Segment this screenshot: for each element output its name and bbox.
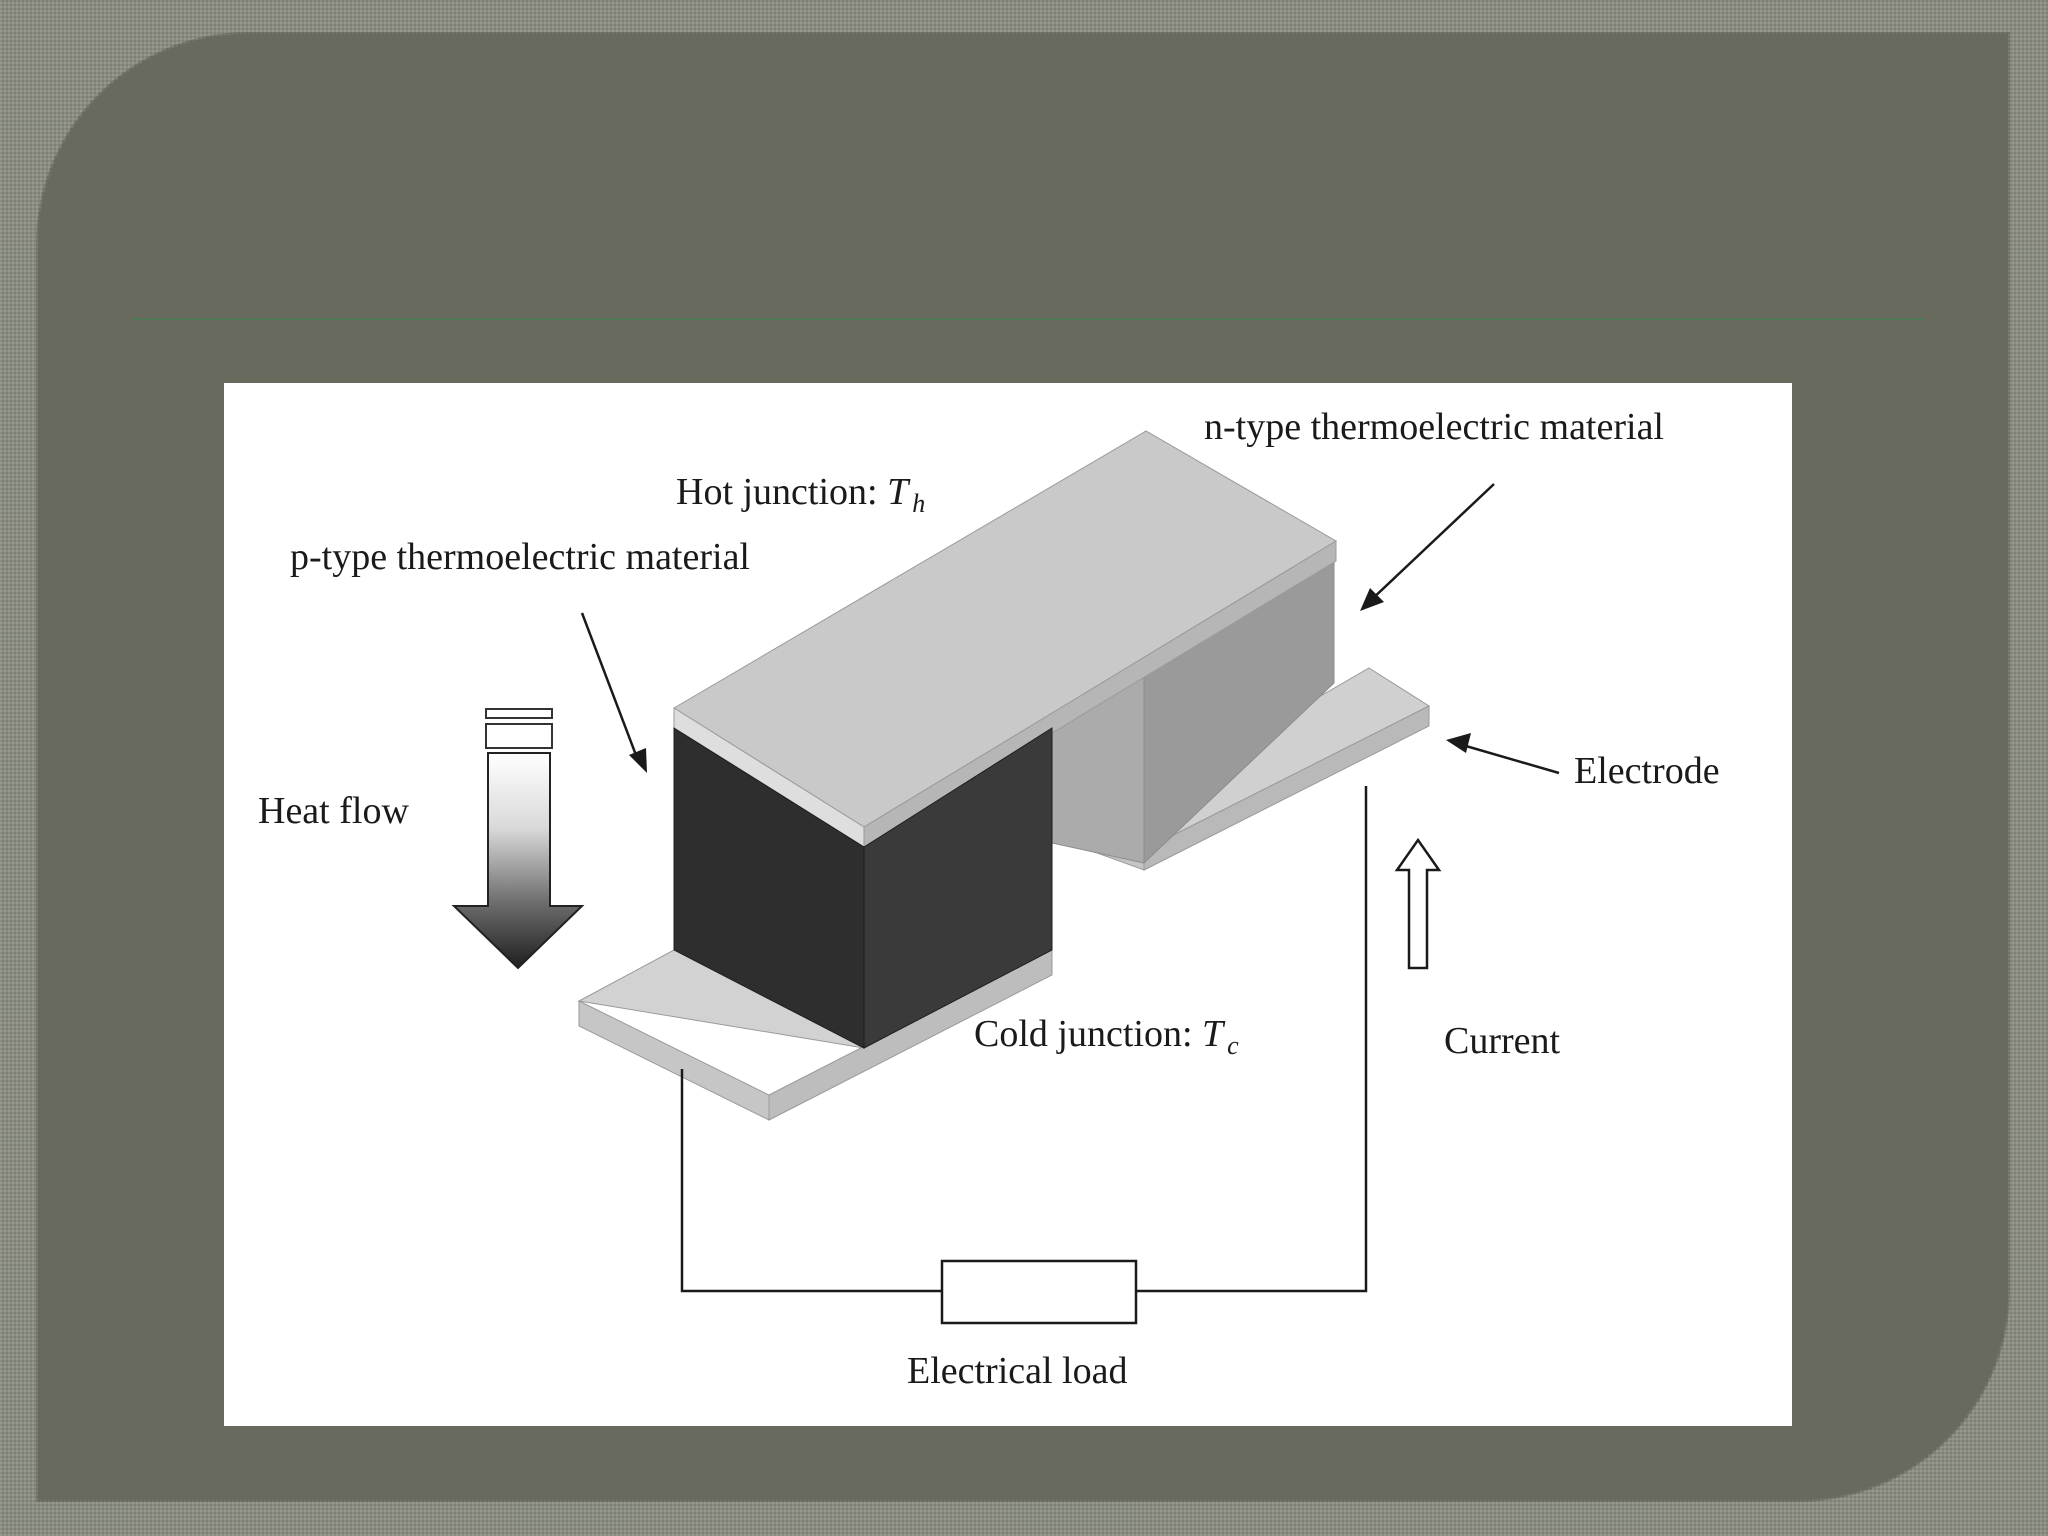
pointer-arrows (580, 483, 1560, 775)
hot-junction-slab (673, 430, 1337, 848)
p-type-label: p-type thermoelectric material (290, 536, 750, 578)
thermoelectric-diagram: n-type thermoelectric material Hot junct… (224, 383, 1792, 1426)
hot-junction-symbol: T (887, 471, 911, 513)
hot-junction-text: Hot junction: (676, 471, 887, 513)
electrical-load-resistor (940, 1259, 1138, 1325)
title-rule (132, 318, 1924, 320)
heat-flow-arrow-icon (451, 708, 585, 970)
n-type-label: n-type thermoelectric material (1204, 406, 1664, 448)
heat-flow-label: Heat flow (258, 790, 409, 832)
electrode-label: Electrode (1574, 750, 1720, 792)
cold-junction-symbol: T (1202, 1013, 1226, 1055)
diagram-canvas: n-type thermoelectric material Hot junct… (258, 406, 1720, 1392)
current-label: Current (1444, 1020, 1561, 1062)
cold-junction-subscript: c (1227, 1031, 1239, 1060)
cold-junction-label: Cold junction: T c (974, 1013, 1239, 1060)
current-arrow-icon (1394, 837, 1442, 970)
circuit-wire (680, 786, 1368, 1293)
electrical-load-label: Electrical load (907, 1350, 1128, 1392)
cold-junction-text: Cold junction: (974, 1013, 1202, 1055)
p-type-leg (673, 727, 1053, 1049)
hot-junction-label: Hot junction: T h (676, 471, 925, 518)
hot-junction-subscript: h (912, 489, 925, 518)
